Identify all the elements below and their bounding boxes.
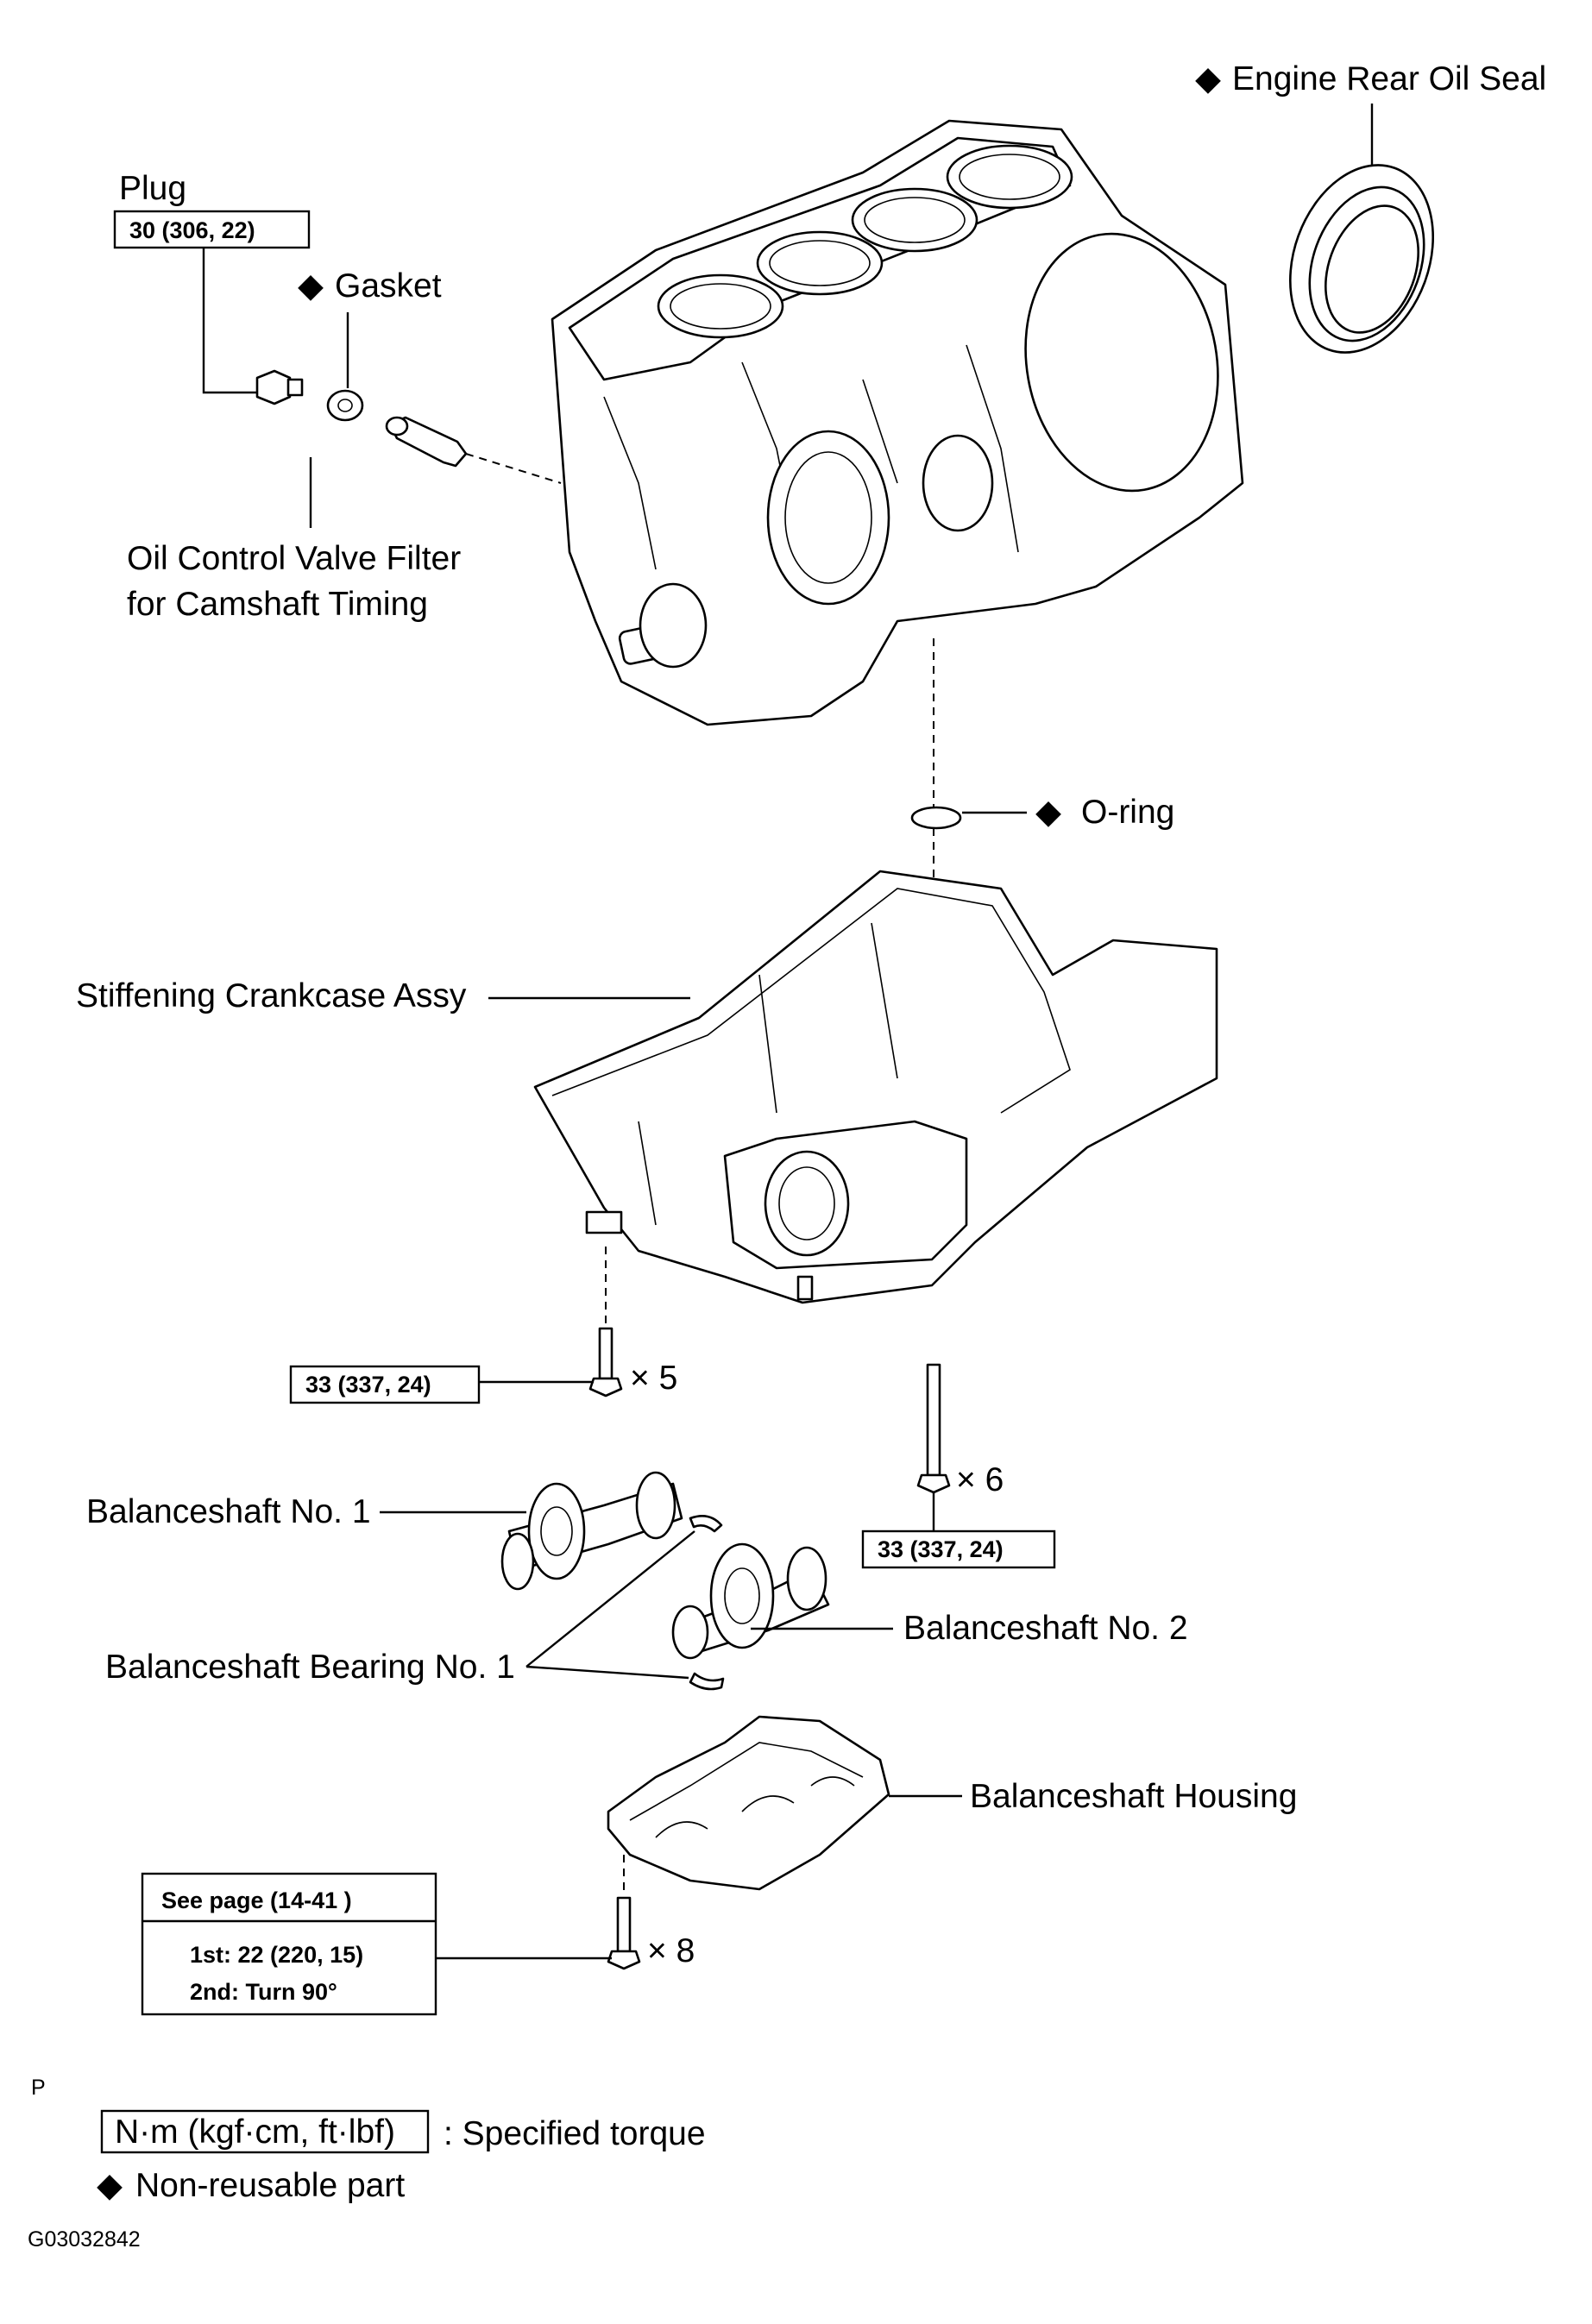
balanceshaft-no2-label-group: Balanceshaft No. 2 (751, 1610, 1188, 1647)
cylinder-block-part (551, 119, 1244, 726)
stiffening-crankcase-label-group: Stiffening Crankcase Assy (76, 977, 690, 1014)
engine-rear-oil-seal-part (1288, 164, 1435, 354)
crankcase-bolt-a-torque-value: 33 (337, 24) (305, 1372, 431, 1398)
crankcase-bolt-a-part (588, 1327, 623, 1398)
balanceshaft-no1-label: Balanceshaft No. 1 (86, 1493, 371, 1530)
legend-unit-description: : Specified torque (444, 2115, 706, 2152)
plug-torque-box (113, 210, 311, 249)
oil-control-valve-filter-label-line2: for Camshaft Timing (127, 586, 428, 623)
balanceshaft-bearing-label: Balanceshaft Bearing No. 1 (105, 1649, 515, 1686)
housing-bolt-quantity: × 8 (647, 1932, 695, 1969)
housing-torque-second: 2nd: Turn 90° (190, 1979, 337, 2005)
legend-unit: N·m (kgf·cm, ft·lbf) (115, 2114, 395, 2151)
nonreusable-marker-o-ring: ◆ (1035, 794, 1061, 831)
o-ring-part (910, 806, 962, 830)
legend: P N·m (kgf·cm, ft·lbf) : Specified torqu… (28, 2076, 706, 2252)
housing-torque-box (141, 1872, 437, 2016)
crankcase-bolt-b-label-group: × 6 33 (337, 24) (861, 1461, 1056, 1569)
gasket-part (326, 389, 364, 422)
crankcase-bolt-b-quantity: × 6 (956, 1461, 1004, 1498)
nonreusable-marker: ◆ (1195, 60, 1221, 97)
engine-rear-oil-seal-label-group: ◆ Engine Rear Oil Seal (1195, 60, 1546, 207)
housing-bolt-label-group: See page (14-41 ) 1st: 22 (220, 15) 2nd:… (141, 1872, 695, 2016)
gasket-label-group: ◆ Gasket (298, 267, 442, 388)
legend-nonreusable-marker: ◆ (97, 2167, 123, 2204)
o-ring-label-group: ◆ O-ring (962, 794, 1174, 831)
crankcase-bolt-b-part (916, 1363, 951, 1494)
balanceshaft-bearing-part (689, 1515, 725, 1691)
figure-id: G03032842 (28, 2227, 141, 2252)
o-ring-label: O-ring (1081, 794, 1174, 831)
oil-control-valve-filter-part (385, 416, 468, 468)
plug-torque-value: 30 (306, 22) (129, 217, 255, 243)
housing-torque-first: 1st: 22 (220, 15) (190, 1942, 363, 1968)
balanceshaft-no1-part (500, 1471, 683, 1591)
legend-unit-box (100, 2109, 430, 2154)
balanceshaft-bearing-label-group: Balanceshaft Bearing No. 1 (105, 1530, 695, 1686)
crankcase-bolt-a-torque-box (289, 1365, 481, 1404)
balanceshaft-no1-label-group: Balanceshaft No. 1 (86, 1493, 526, 1530)
legend-nonreusable-label: Non-reusable part (135, 2167, 405, 2204)
balanceshaft-no2-label: Balanceshaft No. 2 (903, 1610, 1188, 1647)
balanceshaft-housing-part (607, 1715, 890, 1891)
engine-rear-oil-seal-label: Engine Rear Oil Seal (1232, 60, 1546, 97)
gasket-label: Gasket (335, 267, 442, 305)
plug-label-group: Plug 30 (306, 22) (113, 170, 311, 394)
balanceshaft-no2-part (671, 1542, 830, 1660)
balanceshaft-housing-label: Balanceshaft Housing (970, 1778, 1297, 1815)
legend-marker: P (31, 2076, 46, 2100)
plug-label: Plug (119, 170, 186, 207)
oil-control-valve-filter-label-group: Oil Control Valve Filter for Camshaft Ti… (127, 457, 461, 623)
crankcase-bolt-b-torque-box (861, 1529, 1056, 1569)
balanceshaft-housing-label-group: Balanceshaft Housing (889, 1778, 1297, 1815)
nonreusable-marker-gasket: ◆ (298, 267, 324, 305)
stiffening-crankcase-part (533, 870, 1218, 1304)
oil-control-valve-filter-label-line1: Oil Control Valve Filter (127, 540, 461, 577)
housing-bolt-part (607, 1896, 641, 1970)
crankcase-bolt-a-label-group: 33 (337, 24) × 5 (289, 1360, 677, 1404)
crankcase-bolt-a-quantity: × 5 (630, 1360, 677, 1397)
crankcase-bolt-b-torque-value: 33 (337, 24) (878, 1536, 1004, 1562)
plug-part (255, 369, 304, 405)
stiffening-crankcase-label: Stiffening Crankcase Assy (76, 977, 467, 1014)
housing-torque-header: See page (14-41 ) (161, 1887, 352, 1913)
